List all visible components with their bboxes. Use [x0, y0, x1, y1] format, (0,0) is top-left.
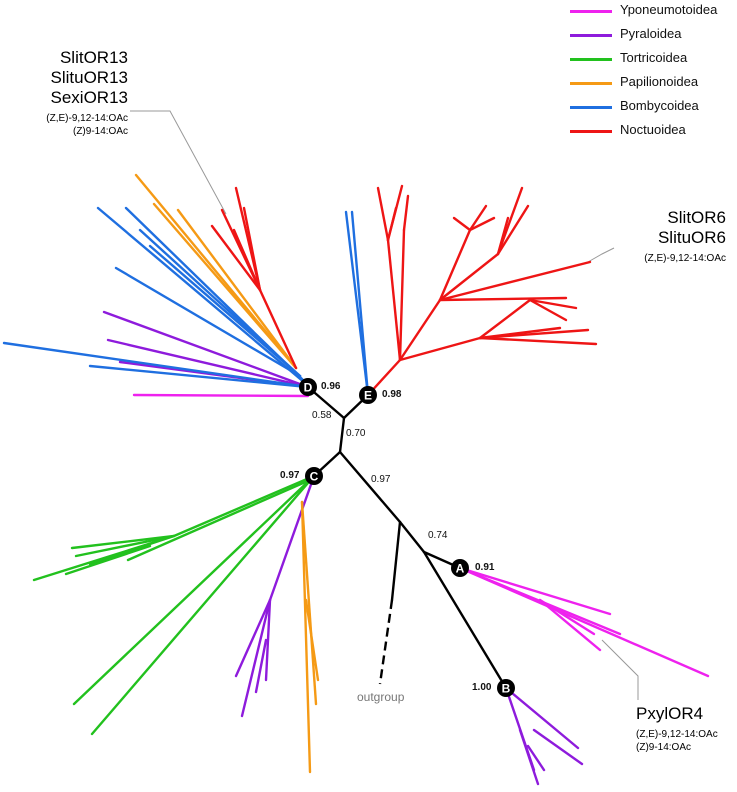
clade-letter: D: [304, 381, 313, 395]
ligand-text: (Z)9-14:OAc: [636, 742, 692, 753]
ligand-text: (Z,E)-9,12-14:OAc: [46, 113, 128, 124]
clade-c-branches: [32, 474, 320, 774]
clade-a-branches: [458, 566, 710, 678]
annotation-pxylor4: PxylOR4 (Z,E)-9,12-14:OAc (Z)9-14:OAc: [636, 704, 737, 754]
legend-swatch: [570, 82, 612, 85]
clade-letter: A: [456, 562, 465, 576]
support-internal-1: 0.58: [312, 410, 332, 421]
legend-item-bombycoidea: Bombycoidea: [568, 96, 737, 118]
gene-name: PxylOR4: [636, 704, 704, 723]
legend-label: Pyraloidea: [620, 26, 682, 41]
legend-swatch: [570, 10, 612, 13]
gene-name: SlitOR13: [59, 48, 128, 67]
ligand-text: (Z)9-14:OAc: [72, 126, 128, 137]
clade-letter: C: [310, 470, 319, 484]
legend-label: Yponeumotoidea: [620, 2, 718, 17]
legend-swatch: [570, 130, 612, 133]
leader-lines: [130, 110, 639, 700]
clade-e-branches: [344, 184, 598, 397]
support-e: 0.98: [382, 389, 402, 400]
legend-item-papilionoidea: Papilionoidea: [568, 72, 737, 94]
legend-label: Papilionoidea: [620, 74, 699, 89]
backbone-branches: [306, 385, 508, 690]
legend-item-noctuoidea: Noctuoidea: [568, 120, 737, 142]
outgroup-branch: [378, 599, 394, 685]
clade-node-c: C: [305, 467, 323, 485]
clade-letter: E: [364, 389, 372, 403]
ligand-text: (Z,E)-9,12-14:OAc: [644, 253, 726, 264]
support-internal-2: 0.70: [346, 428, 366, 439]
clade-node-d: D: [299, 378, 317, 396]
support-b: 1.00: [472, 682, 492, 693]
clade-letter: B: [502, 682, 511, 696]
legend-item-yponeumotoidea: Yponeumotoidea: [568, 0, 737, 22]
legend-swatch: [570, 58, 612, 61]
support-c: 0.97: [280, 470, 300, 481]
legend-label: Tortricoidea: [620, 50, 688, 65]
gene-name: SexiOR13: [50, 88, 128, 107]
legend-item-tortricoidea: Tortricoidea: [568, 48, 737, 70]
annotation-or6: SlitOR6 SlituOR6 (Z,E)-9,12-14:OAc: [610, 208, 726, 265]
annotation-or13: SlitOR13 SlituOR13 SexiOR13 (Z,E)-9,12-1…: [20, 48, 128, 138]
ligand-text: (Z,E)-9,12-14:OAc: [636, 729, 718, 740]
clade-node-b: B: [497, 679, 515, 697]
clade-d-branches: [2, 173, 310, 398]
clade-b-branches: [504, 686, 584, 786]
support-internal-4: 0.74: [428, 530, 448, 541]
support-d: 0.96: [321, 381, 341, 392]
legend-item-pyraloidea: Pyraloidea: [568, 24, 737, 46]
support-a: 0.91: [475, 562, 495, 573]
legend-swatch: [570, 34, 612, 37]
legend-swatch: [570, 106, 612, 109]
gene-name: SlitOR6: [667, 208, 726, 227]
gene-name: SlituOR13: [50, 68, 128, 87]
legend-label: Bombycoidea: [620, 98, 699, 113]
outgroup-label: outgroup: [357, 690, 405, 704]
legend-label: Noctuoidea: [620, 122, 686, 137]
support-internal-3: 0.97: [371, 474, 391, 485]
clade-node-a: A: [451, 559, 469, 577]
gene-name: SlituOR6: [657, 228, 726, 247]
clade-node-e: E: [359, 386, 377, 404]
